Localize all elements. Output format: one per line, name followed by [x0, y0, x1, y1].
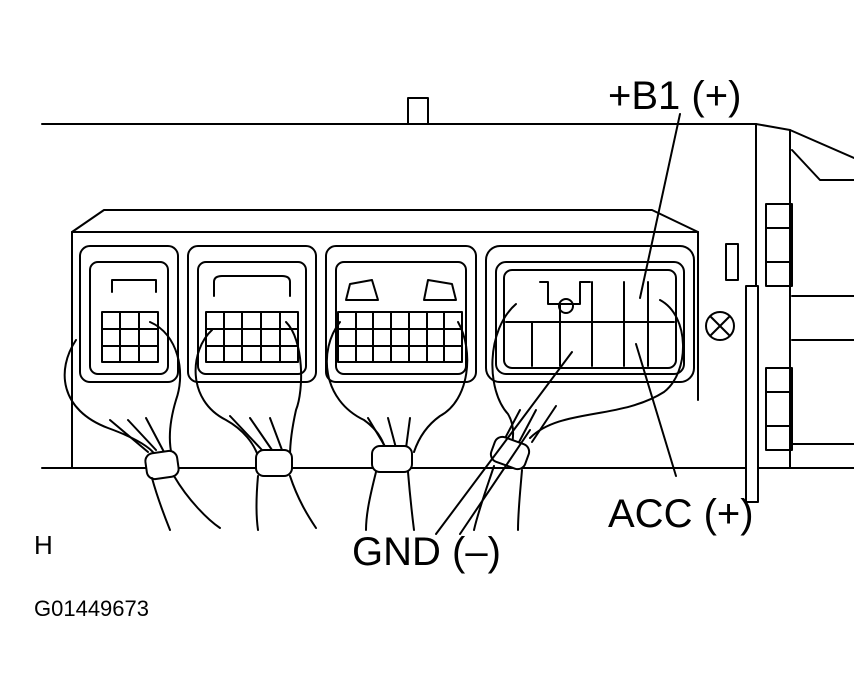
gnd-terminal-label: GND (–)	[352, 530, 501, 574]
wire-harnesses	[63, 299, 684, 531]
connector-3	[325, 245, 477, 383]
connector-4	[485, 245, 695, 383]
acc-terminal-label: ACC (+)	[608, 492, 754, 536]
screw-icon	[705, 311, 735, 341]
connector-1	[79, 245, 179, 383]
view-letter: H	[34, 530, 53, 560]
figure-id: G01449673	[34, 596, 149, 621]
b1-terminal-label: +B1 (+)	[608, 74, 742, 118]
mounting-bracket	[725, 123, 854, 503]
connector-2	[187, 245, 317, 383]
leader-lines	[435, 113, 681, 535]
